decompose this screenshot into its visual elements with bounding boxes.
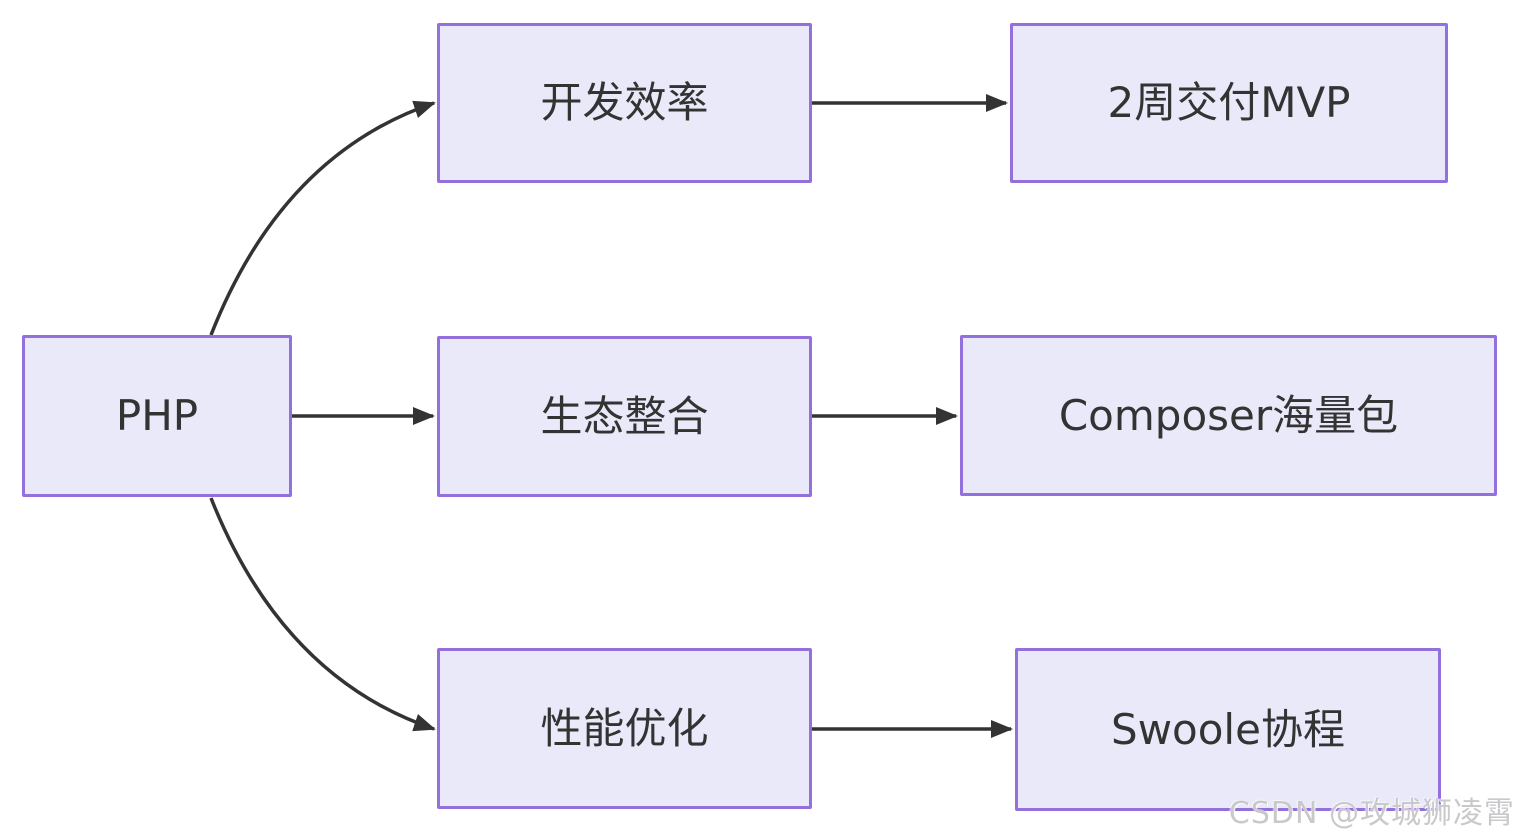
node-composer-packages: Composer海量包	[960, 335, 1497, 496]
node-composer-packages-label: Composer海量包	[1058, 390, 1399, 440]
node-php: PHP	[22, 335, 292, 497]
node-eco-integration: 生态整合	[437, 336, 812, 497]
edge-php-to-dev	[209, 100, 436, 336]
node-php-label: PHP	[115, 391, 199, 440]
node-dev-efficiency: 开发效率	[437, 23, 812, 183]
node-mvp-delivery-label: 2周交付MVP	[1107, 78, 1351, 127]
node-perf-optimization-label: 性能优化	[540, 703, 709, 753]
node-perf-optimization: 性能优化	[437, 648, 812, 809]
node-dev-efficiency-label: 开发效率	[540, 78, 709, 127]
node-swoole-coroutine: Swoole协程	[1015, 648, 1441, 811]
node-mvp-delivery: 2周交付MVP	[1010, 23, 1448, 183]
node-eco-integration-label: 生态整合	[540, 391, 709, 441]
node-swoole-coroutine-label: Swoole协程	[1111, 704, 1345, 754]
edge-php-to-perf	[209, 497, 436, 732]
